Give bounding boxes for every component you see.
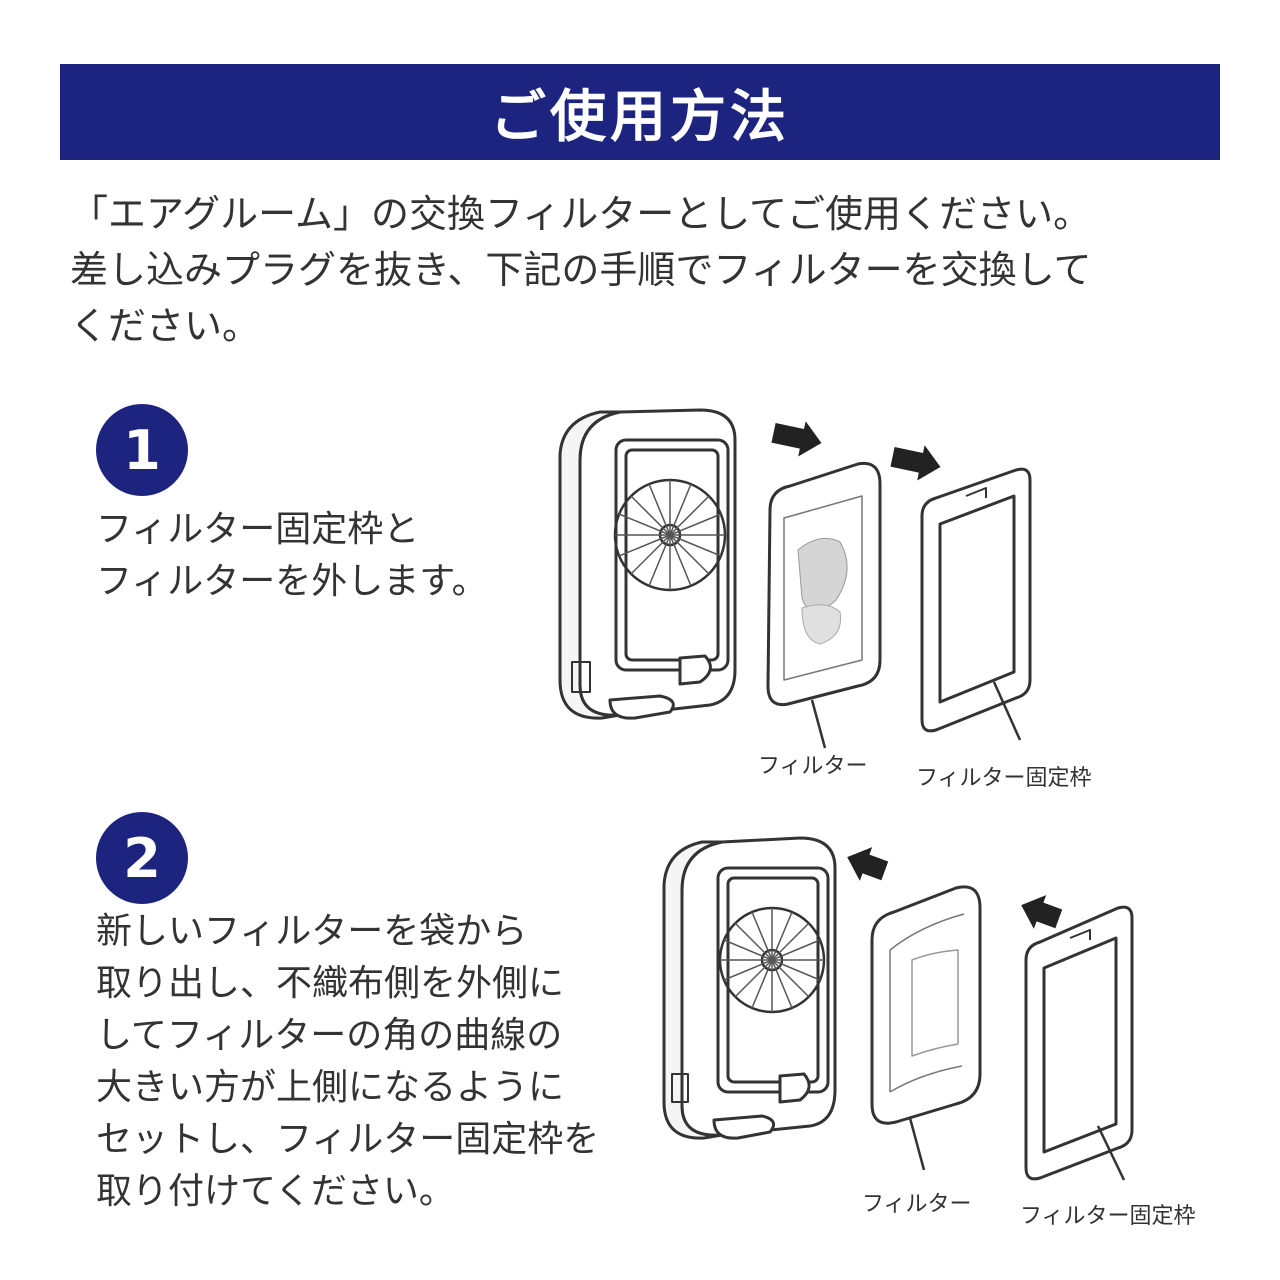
step-1-text: フィルター固定枠と フィルターを外します。 bbox=[96, 504, 488, 608]
arrow-icon bbox=[1021, 895, 1063, 929]
intro-text: 「エアグルーム」の交換フィルターとしてご使用ください。 差し込みプラグを抜き、下… bbox=[70, 186, 1240, 354]
step-2-frame-label: フィルター固定枠 bbox=[1020, 1204, 1196, 1229]
step-2-line: 取り出し、不織布側を外側に bbox=[96, 963, 565, 1004]
step-2-text: 新しいフィルターを袋から 取り出し、不織布側を外側に してフィルターの角の曲線の… bbox=[96, 906, 599, 1218]
filter-frame-illustration bbox=[920, 467, 1032, 733]
filter-illustration bbox=[870, 885, 982, 1125]
step-2-badge: 2 bbox=[96, 812, 188, 904]
step-2-line: 大きい方が上側になるように bbox=[96, 1067, 565, 1108]
page-header-banner: ご使用方法 bbox=[60, 64, 1220, 160]
arrow-icon bbox=[771, 421, 822, 457]
intro-line: 差し込みプラグを抜き、下記の手順でフィルターを交換して bbox=[70, 248, 1092, 292]
step-1-line: フィルターを外します。 bbox=[96, 561, 488, 602]
step-2-line: セットし、フィルター固定枠を bbox=[96, 1119, 600, 1160]
step-1-filter-label: フィルター bbox=[758, 754, 868, 779]
step-2-line: してフィルターの角の曲線の bbox=[96, 1015, 563, 1056]
arrow-icon bbox=[890, 445, 941, 481]
step-1-illustration bbox=[558, 408, 1032, 749]
step-2-illustration bbox=[662, 836, 1134, 1181]
page-title: ご使用方法 bbox=[490, 84, 790, 150]
fan-unit-illustration bbox=[662, 836, 837, 1140]
step-2-line: 取り付けてください。 bbox=[96, 1171, 455, 1212]
fan-unit-illustration bbox=[558, 408, 737, 720]
arrow-icon bbox=[847, 847, 889, 881]
step-2-line: 新しいフィルターを袋から bbox=[96, 911, 528, 952]
step-1-line: フィルター固定枠と bbox=[96, 509, 420, 550]
intro-line: 「エアグルーム」の交換フィルターとしてご使用ください。 bbox=[70, 192, 1092, 236]
step-1-badge: 1 bbox=[96, 404, 188, 496]
filter-frame-illustration bbox=[1024, 905, 1134, 1181]
step-1-frame-label: フィルター固定枠 bbox=[916, 766, 1092, 791]
intro-line: ください。 bbox=[70, 304, 261, 348]
step-2-filter-label: フィルター bbox=[862, 1192, 972, 1217]
filter-illustration bbox=[766, 461, 882, 707]
